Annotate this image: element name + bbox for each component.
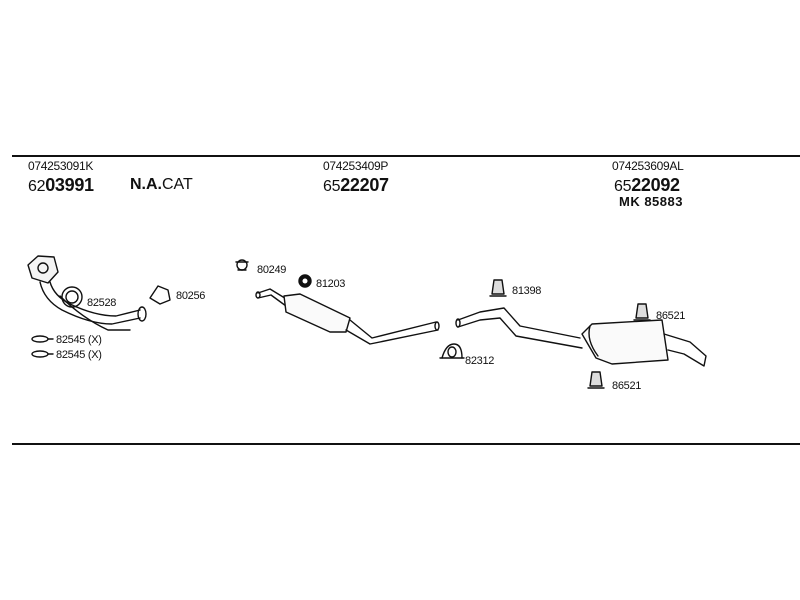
mounting-kit-number: MK 85883 <box>619 194 683 209</box>
part-number-front: 6203991 <box>28 175 94 195</box>
flange-gasket-drawing <box>149 285 171 305</box>
part-label-82545-b: 82545 (X) <box>56 349 102 361</box>
part-label-80256: 80256 <box>176 290 206 302</box>
pipe-clamp-drawing <box>298 274 312 288</box>
part-label-86521-upper: 86521 <box>656 310 686 322</box>
oe-number-front: 074253091K <box>28 159 94 173</box>
catalyst-note: N.A.CAT <box>130 176 193 193</box>
oe-number-middle: 074253409P <box>323 159 389 173</box>
part-label-81398: 81398 <box>512 285 542 297</box>
rear-hanger-lower-drawing <box>587 371 605 389</box>
rubber-mount-drawing <box>235 259 249 271</box>
part-label-82312: 82312 <box>465 355 495 367</box>
clamp-drawing <box>31 335 54 358</box>
front-pipe-drawing <box>27 255 147 331</box>
part-label-82528: 82528 <box>87 297 117 309</box>
middle-silencer-drawing <box>255 288 440 345</box>
u-clamp-drawing <box>439 343 465 359</box>
top-rule <box>12 155 800 157</box>
rear-hanger-upper-drawing <box>633 303 651 321</box>
rear-silencer-drawing <box>455 307 707 367</box>
part-number-middle: 6522207 <box>323 175 389 195</box>
part-number-rear: 6522092 <box>614 175 680 195</box>
part-label-82545-a: 82545 (X) <box>56 334 102 346</box>
oe-number-rear: 074253609AL <box>612 159 684 173</box>
gasket-drawing <box>61 286 83 308</box>
part-label-81203: 81203 <box>316 278 346 290</box>
part-label-80249: 80249 <box>257 264 287 276</box>
hanger-drawing <box>489 279 507 297</box>
bottom-rule <box>12 443 800 445</box>
part-label-86521-lower: 86521 <box>612 380 642 392</box>
